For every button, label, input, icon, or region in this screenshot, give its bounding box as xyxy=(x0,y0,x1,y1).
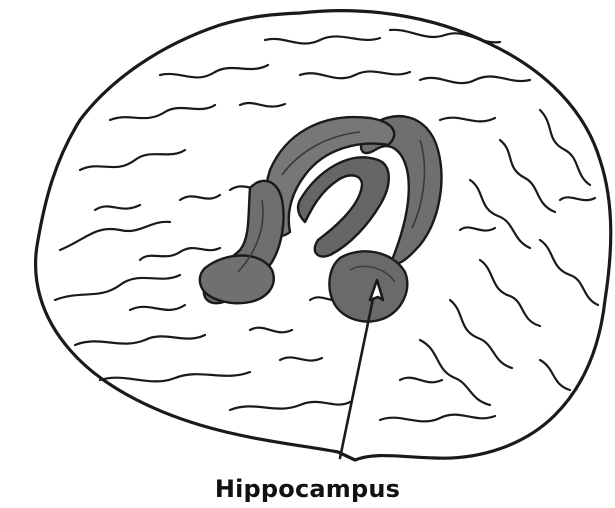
hippocampus-label: Hippocampus xyxy=(0,474,615,504)
